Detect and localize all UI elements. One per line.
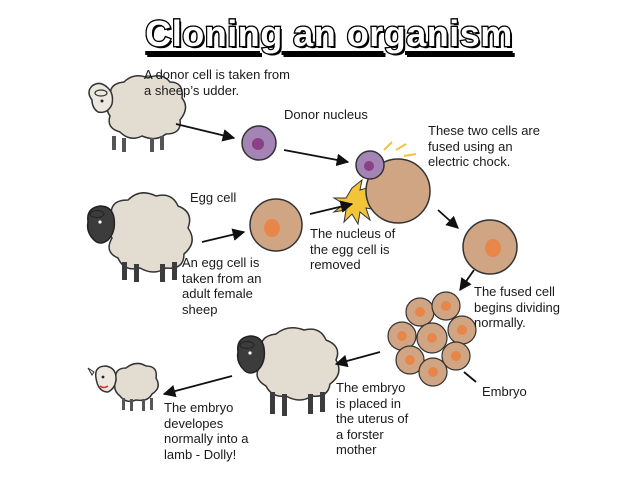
egg-donor-sheep-icon: [86, 192, 193, 282]
arrow-fusion-to-fused: [437, 209, 459, 229]
label-donor-cell: A donor cell is taken from a sheep’s udd…: [144, 67, 290, 98]
label-egg-taken: An egg cell is taken from an adult femal…: [182, 255, 262, 317]
label-embryo: Embryo: [482, 384, 527, 399]
arrow-fused-to-embryo: [459, 269, 475, 292]
label-dividing: The fused cell begins dividing normally.: [474, 284, 561, 330]
arrow-mother-to-lamb: [162, 375, 233, 398]
embryo-pointer: [463, 371, 477, 383]
arrow-egg-to-fusion: [309, 200, 354, 215]
donor-sheep-icon: [88, 75, 187, 152]
fused-cell-icon: [462, 219, 518, 275]
page-title: Cloning an organism: [144, 12, 514, 56]
label-develops: The embryo developes normally into a lam…: [164, 400, 249, 462]
fusion-icon: [332, 141, 431, 226]
label-placed: The embryo is placed in the uterus of a …: [336, 380, 409, 457]
arrow-donor-to-fusion: [283, 149, 350, 167]
donor-cell-icon: [241, 125, 277, 161]
arrow-donor-to-cell: [175, 123, 236, 142]
arrow-embryo-to-mother: [334, 351, 381, 368]
lamb-dolly-icon: [87, 362, 159, 411]
label-donor-nucleus: Donor nucleus: [284, 107, 368, 122]
label-fused: These two cells are fused using an elect…: [428, 123, 540, 169]
surrogate-sheep-icon: [236, 327, 340, 416]
label-egg-cell: Egg cell: [190, 190, 237, 205]
flow-arrows: [162, 123, 477, 398]
egg-cell-icon: [249, 198, 303, 252]
embryo-icon: [387, 291, 477, 387]
arrow-sheep-to-egg: [201, 228, 246, 243]
label-nucleus-removed: The nucleus of the egg cell is removed: [310, 226, 396, 272]
